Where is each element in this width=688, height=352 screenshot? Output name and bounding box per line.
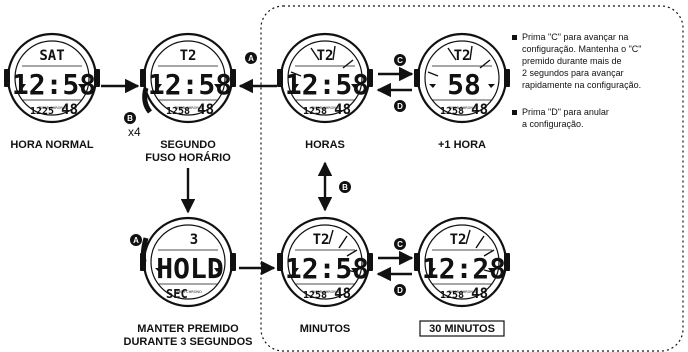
caption-hora-normal: HORA NORMAL bbox=[10, 139, 94, 151]
caption-durante-3-segundos: DURANTE 3 SEGUNDOS bbox=[124, 336, 253, 348]
settings-region-outline bbox=[260, 5, 684, 352]
caption-fuso-horario: FUSO HORÁRIO bbox=[145, 151, 231, 164]
note-bullet bbox=[512, 35, 517, 40]
badge-a-top: A bbox=[245, 52, 257, 64]
watch-manter-premido: 3 HOLD SEC bbox=[138, 216, 238, 308]
watch-sub-right-text: 48 bbox=[197, 102, 214, 118]
note1-line2: configuração. Mantenha o "C" bbox=[522, 44, 641, 54]
watch-top-text: T2 bbox=[450, 232, 467, 248]
badge-b-fuso: B bbox=[124, 112, 136, 124]
note2-line1: Prima "D" para anular bbox=[522, 107, 609, 117]
watch-top-text: T2 bbox=[313, 232, 330, 248]
watch-main-text: 12:58 bbox=[12, 68, 96, 101]
watch-sub-right-text: 48 bbox=[61, 102, 78, 118]
watch-horas: T2 12:58 1258 48 bbox=[275, 32, 375, 124]
note1-line5: rapidamente na configuração. bbox=[522, 80, 641, 90]
caption-manter-premido: MANTER PREMIDO bbox=[137, 323, 239, 335]
watch-sub-left-text: 1258 bbox=[440, 106, 464, 117]
badge-d-horas: D bbox=[394, 100, 406, 112]
caption-segundo: SEGUNDO bbox=[160, 139, 216, 151]
watch-minutos: T2 12:58 1258 48 bbox=[275, 216, 375, 308]
watch-main-text: 12:28 bbox=[422, 252, 506, 285]
watch-main-text: 12:58 bbox=[285, 68, 369, 101]
svg-text:A: A bbox=[248, 54, 254, 63]
caption-30-minutos: 30 MINUTOS bbox=[429, 323, 495, 335]
svg-text:D: D bbox=[397, 102, 403, 111]
note-bullet bbox=[512, 110, 517, 115]
press-indicator bbox=[142, 87, 153, 114]
badge-c-minutos: C bbox=[394, 238, 406, 250]
watch-segundo-fuso: T2 12:58 1258 48 bbox=[138, 32, 238, 124]
watch-top-text: SAT bbox=[39, 48, 64, 64]
watch-top-text: T2 bbox=[317, 48, 334, 64]
watch-mais-1-hora: T2 58 1258 48 bbox=[412, 32, 512, 124]
caption-30-minutos-box bbox=[419, 320, 505, 337]
note1-line1: Prima "C" para avançar na bbox=[522, 32, 628, 42]
caption-mais-1-hora: +1 HORA bbox=[438, 139, 486, 151]
watch-main-text: HOLD bbox=[156, 252, 223, 285]
watch-sub-right-text: 48 bbox=[471, 286, 488, 302]
watch-sub-left-text: 1225 bbox=[30, 106, 54, 117]
svg-text:B: B bbox=[342, 183, 348, 192]
note1-line3: premido durante mais de bbox=[522, 56, 622, 66]
svg-text:D: D bbox=[397, 286, 403, 295]
svg-text:C: C bbox=[397, 56, 403, 65]
caption-horas: HORAS bbox=[305, 139, 345, 151]
svg-text:C: C bbox=[397, 240, 403, 249]
watch-sub-right-text: 48 bbox=[471, 102, 488, 118]
note2-line2: a configuração. bbox=[522, 119, 584, 129]
watch-main-text: 58 bbox=[447, 68, 481, 101]
watch-top-text: T2 bbox=[454, 48, 471, 64]
watch-sub-left-text: 1258 bbox=[303, 290, 327, 301]
press-indicator bbox=[140, 237, 149, 263]
watch-sub-left-text: SEC bbox=[166, 287, 188, 301]
watch-sub-left-text: 1258 bbox=[166, 106, 190, 117]
watch-hora-normal: SAT 12:58 1225 48 bbox=[2, 32, 102, 124]
badge-b-middle: B bbox=[339, 181, 351, 193]
watch-main-text: 12:58 bbox=[285, 252, 369, 285]
svg-text:B: B bbox=[127, 114, 133, 123]
watch-sub-left-text: 1258 bbox=[440, 290, 464, 301]
watch-sub-right-text: 48 bbox=[334, 286, 351, 302]
watch-30-minutos: T2 12:28 1258 48 bbox=[412, 216, 512, 308]
badge-c-horas: C bbox=[394, 54, 406, 66]
watch-top-text: T2 bbox=[180, 48, 197, 64]
note1-line4: 2 segundos para avançar bbox=[522, 68, 624, 78]
caption-minutos: MINUTOS bbox=[300, 323, 351, 335]
watch-sub-right-text: 48 bbox=[334, 102, 351, 118]
watch-top-text: 3 bbox=[190, 232, 198, 248]
watch-main-text: 12:58 bbox=[148, 68, 232, 101]
badge-a-hold: A bbox=[130, 234, 142, 246]
badge-d-minutos: D bbox=[394, 284, 406, 296]
press-count: x4 bbox=[128, 125, 141, 139]
svg-text:A: A bbox=[133, 236, 139, 245]
watch-sub-left-text: 1258 bbox=[303, 106, 327, 117]
